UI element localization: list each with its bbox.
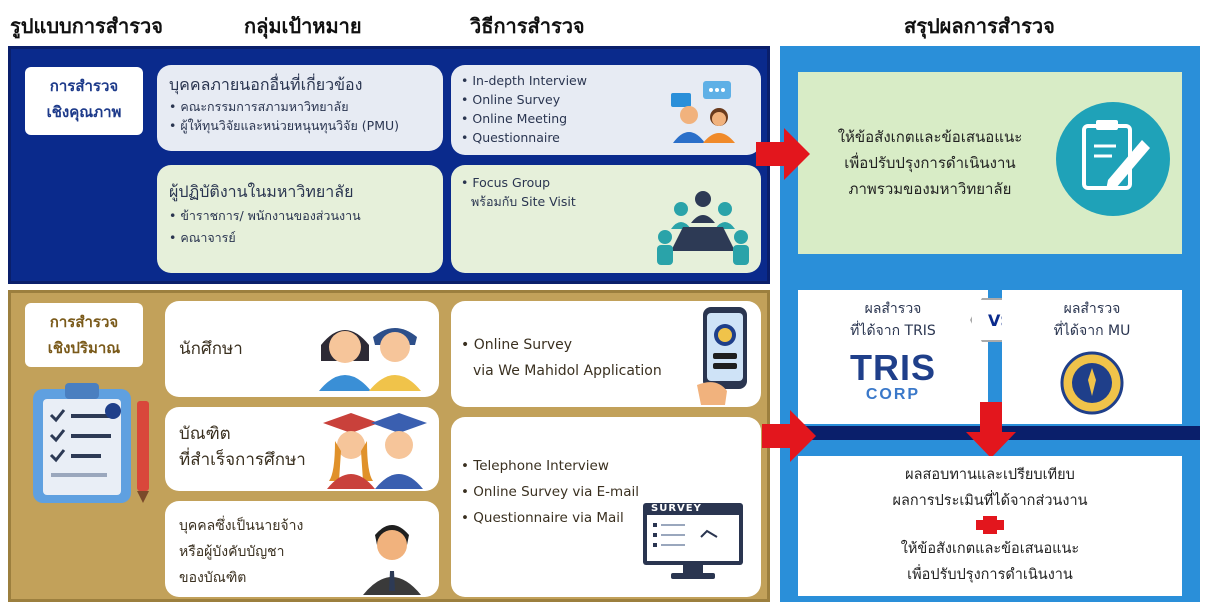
quant-target-employers-line3: ของบัณฑิต [179, 570, 247, 586]
quant-method-item: Questionnaire via Mail [461, 505, 624, 531]
quantitative-title-line2: เชิงปริมาณ [47, 339, 121, 357]
quantitative-panel: การสำรวจ เชิงปริมาณ นักศึกษา [8, 290, 770, 602]
qual-methods-2: Focus Group พร้อมกับ Site Visit [451, 165, 761, 273]
header-method: วิธีการสำรวจ [470, 14, 585, 38]
summary-overall-text: ให้ข้อสังเกตและข้อเสนอแนะ เพื่อปรับปรุงก… [810, 124, 1050, 202]
summary-compare-line2: ผลการประเมินที่ได้จากส่วนงาน [892, 493, 1088, 509]
arrow-quantitative-icon [790, 410, 816, 462]
down-arrow-shaft [980, 402, 1002, 432]
quant-methods-2: Telephone Interview Online Survey via E-… [451, 417, 761, 597]
summary-compare-text: ผลสอบทานและเปรียบเทียบ ผลการประเมินที่ได… [798, 462, 1182, 588]
header-summary: สรุปผลการสำรวจ [904, 14, 1055, 38]
header-target: กลุ่มเป้าหมาย [244, 14, 362, 38]
arrow-quantitative-shaft [762, 424, 790, 448]
qual-method-item: Questionnaire [461, 128, 751, 147]
qual-target-internal-item: คณาจารย์ [169, 227, 431, 249]
quant-method-1-line2: via We Mahidol Application [473, 363, 662, 379]
qual-methods-1: In-depth Interview Online Survey Online … [451, 65, 761, 155]
qualitative-panel: การสำรวจ เชิงคุณภาพ บุคคลภายนอกอื่นที่เก… [8, 46, 770, 284]
survey-label: SURVEY [651, 503, 702, 514]
tris-result-line1: ผลสำรวจ [864, 301, 922, 317]
qualitative-title: การสำรวจ เชิงคุณภาพ [25, 67, 143, 135]
qualitative-title-line2: เชิงคุณภาพ [46, 103, 122, 121]
mobile-app-icon [697, 307, 747, 405]
quant-target-graduates-line1: บัณฑิต [179, 424, 231, 444]
tris-result-card: ผลสำรวจ ที่ได้จาก TRIS TRIS CORP [798, 290, 988, 424]
summary-compare-line4: เพื่อปรับปรุงการดำเนินงาน [907, 567, 1073, 583]
qual-target-external-heading: บุคคลภายนอกอื่นที่เกี่ยวข้อง [169, 75, 363, 94]
tris-logo-subtext: CORP [865, 386, 921, 403]
qual-method-item: พร้อมกับ Site Visit [471, 194, 576, 209]
mu-result-card: ผลสำรวจ ที่ได้จาก MU [1002, 290, 1182, 424]
arrow-qualitative-shaft [756, 142, 784, 166]
arrow-qualitative-icon [784, 128, 810, 180]
online-meeting-icon [671, 81, 735, 143]
quant-target-graduates: บัณฑิต ที่สำเร็จการศึกษา [165, 407, 439, 491]
qual-method-item: In-depth Interview [461, 71, 751, 90]
mu-result-line2: ที่ได้จาก MU [1053, 323, 1131, 339]
summary-overall-card: ให้ข้อสังเกตและข้อเสนอแนะ เพื่อปรับปรุงก… [798, 72, 1182, 254]
down-arrow-icon [966, 432, 1016, 458]
tris-logo-text: TRIS [849, 347, 936, 388]
survey-monitor-icon [643, 503, 743, 579]
qual-method-item: Focus Group [461, 173, 751, 192]
qual-target-internal: ผู้ปฏิบัติงานในมหาวิทยาลัย ข้าราชการ/ พน… [157, 165, 443, 273]
summary-compare-card: ผลสอบทานและเปรียบเทียบ ผลการประเมินที่ได… [798, 456, 1182, 596]
students-icon [319, 328, 421, 391]
qual-method-item: Online Meeting [461, 109, 751, 128]
quant-method-1-line1: Online Survey [461, 333, 572, 357]
summary-overall-line3: ภาพรวมของมหาวิทยาลัย [848, 180, 1012, 198]
summary-overall-line2: เพื่อปรับปรุงการดำเนินงาน [844, 154, 1016, 172]
quant-target-students: นักศึกษา [165, 301, 439, 397]
summary-compare-line1: ผลสอบทานและเปรียบเทียบ [905, 467, 1075, 483]
quant-target-graduates-line2: ที่สำเร็จการศึกษา [179, 450, 306, 470]
plus-icon [798, 514, 1182, 536]
summary-overall-line1: ให้ข้อสังเกตและข้อเสนอแนะ [837, 128, 1023, 146]
quant-target-employers-line2: หรือผู้บังคับบัญชา [179, 544, 285, 560]
quant-method-item: Telephone Interview [461, 453, 609, 479]
quant-target-students-label: นักศึกษา [179, 339, 243, 359]
clipboard-pen-icon [1056, 102, 1170, 216]
qual-target-external-item: ผู้ให้ทุนวิจัยและหน่วยหนุนทุนวิจัย (PMU) [169, 116, 431, 135]
qual-target-external-item: คณะกรรมการสภามหาวิทยาลัย [169, 97, 431, 116]
quant-target-employers: บุคคลซึ่งเป็นนายจ้าง หรือผู้บังคับบัญชา … [165, 501, 439, 597]
graduates-icon [323, 413, 427, 489]
summary-compare-line3: ให้ข้อสังเกตและข้อเสนอแนะ [900, 541, 1080, 557]
tris-result-line2: ที่ได้จาก TRIS [850, 323, 936, 339]
qual-method-item: Online Survey [461, 90, 751, 109]
mahidol-seal-icon [1060, 351, 1124, 415]
summary-panel: ให้ข้อสังเกตและข้อเสนอแนะ เพื่อปรับปรุงก… [780, 46, 1200, 602]
qual-target-internal-item: ข้าราชการ/ พนักงานของส่วนงาน [169, 205, 431, 227]
quant-method-item: Online Survey via E-mail [461, 479, 639, 505]
mu-result-line1: ผลสำรวจ [1063, 301, 1121, 317]
quantitative-title-line1: การสำรวจ [49, 313, 119, 331]
clipboard-checklist-icon [33, 383, 149, 503]
qual-target-internal-heading: ผู้ปฏิบัติงานในมหาวิทยาลัย [169, 182, 354, 201]
meeting-table-icon [657, 191, 749, 265]
employer-icon [363, 525, 421, 595]
header-format: รูปแบบการสำรวจ [10, 14, 163, 38]
qual-target-external: บุคคลภายนอกอื่นที่เกี่ยวข้อง คณะกรรมการส… [157, 65, 443, 151]
quant-methods-1: Online Survey via We Mahidol Application [451, 301, 761, 407]
quantitative-title: การสำรวจ เชิงปริมาณ [25, 303, 143, 367]
quant-target-employers-line1: บุคคลซึ่งเป็นนายจ้าง [179, 518, 304, 534]
qualitative-title-line1: การสำรวจ [49, 77, 119, 95]
